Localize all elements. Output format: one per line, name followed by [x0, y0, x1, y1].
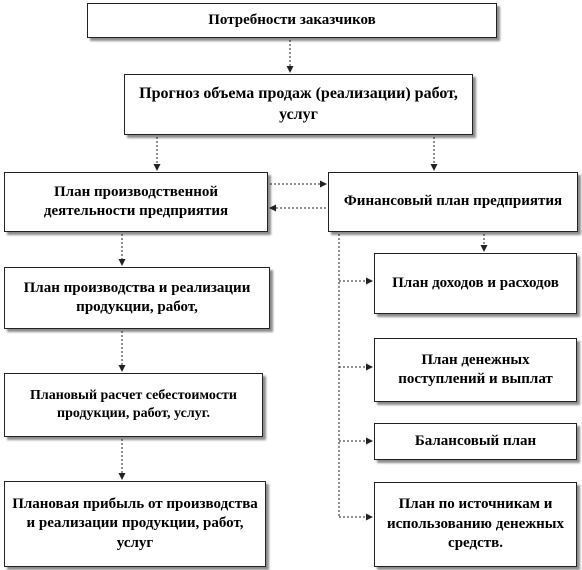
income-expense-plan-label: План доходов и расходов [392, 274, 559, 291]
production-activity-plan-box: План производственной деятельности предп… [4, 172, 268, 232]
customer-needs-box: Потребности заказчиков [87, 3, 497, 38]
production-sales-plan-box: План производства и реализации продукции… [4, 267, 270, 329]
income-expense-plan-box: План доходов и расходов [374, 253, 577, 314]
balance-plan-label: Балансовый план [414, 432, 537, 449]
balance-plan-box: Балансовый план [374, 423, 577, 460]
cost-calculation-box: Плановый расчет себестоимости продукции,… [4, 373, 263, 437]
customer-needs-label: Потребности заказчиков [208, 11, 376, 28]
planned-profit-label: Плановая прибыль от производства и реали… [12, 495, 258, 551]
cost-calculation-label: Плановый расчет себестоимости продукции,… [29, 387, 237, 421]
cash-flow-plan-box: План денежных поступлений и выплат [374, 338, 577, 402]
financial-plan-box: Финансовый план предприятия [328, 172, 578, 232]
sales-forecast-label: Прогноз объема продаж (реализации) работ… [139, 84, 458, 123]
production-activity-plan-label: План производственной деятельности предп… [43, 183, 229, 220]
sales-forecast-box: Прогноз объема продаж (реализации) работ… [124, 74, 473, 135]
planned-profit-box: Плановая прибыль от производства и реали… [4, 481, 266, 567]
financial-plan-label: Финансовый план предприятия [343, 193, 563, 210]
cash-flow-plan-label: План денежных поступлений и выплат [398, 351, 553, 388]
production-sales-plan-label: План производства и реализации продукции… [23, 279, 251, 316]
sources-uses-plan-box: План по источникам и использованию денеж… [374, 482, 577, 567]
sources-uses-plan-label: План по источникам и использованию денеж… [386, 496, 565, 552]
